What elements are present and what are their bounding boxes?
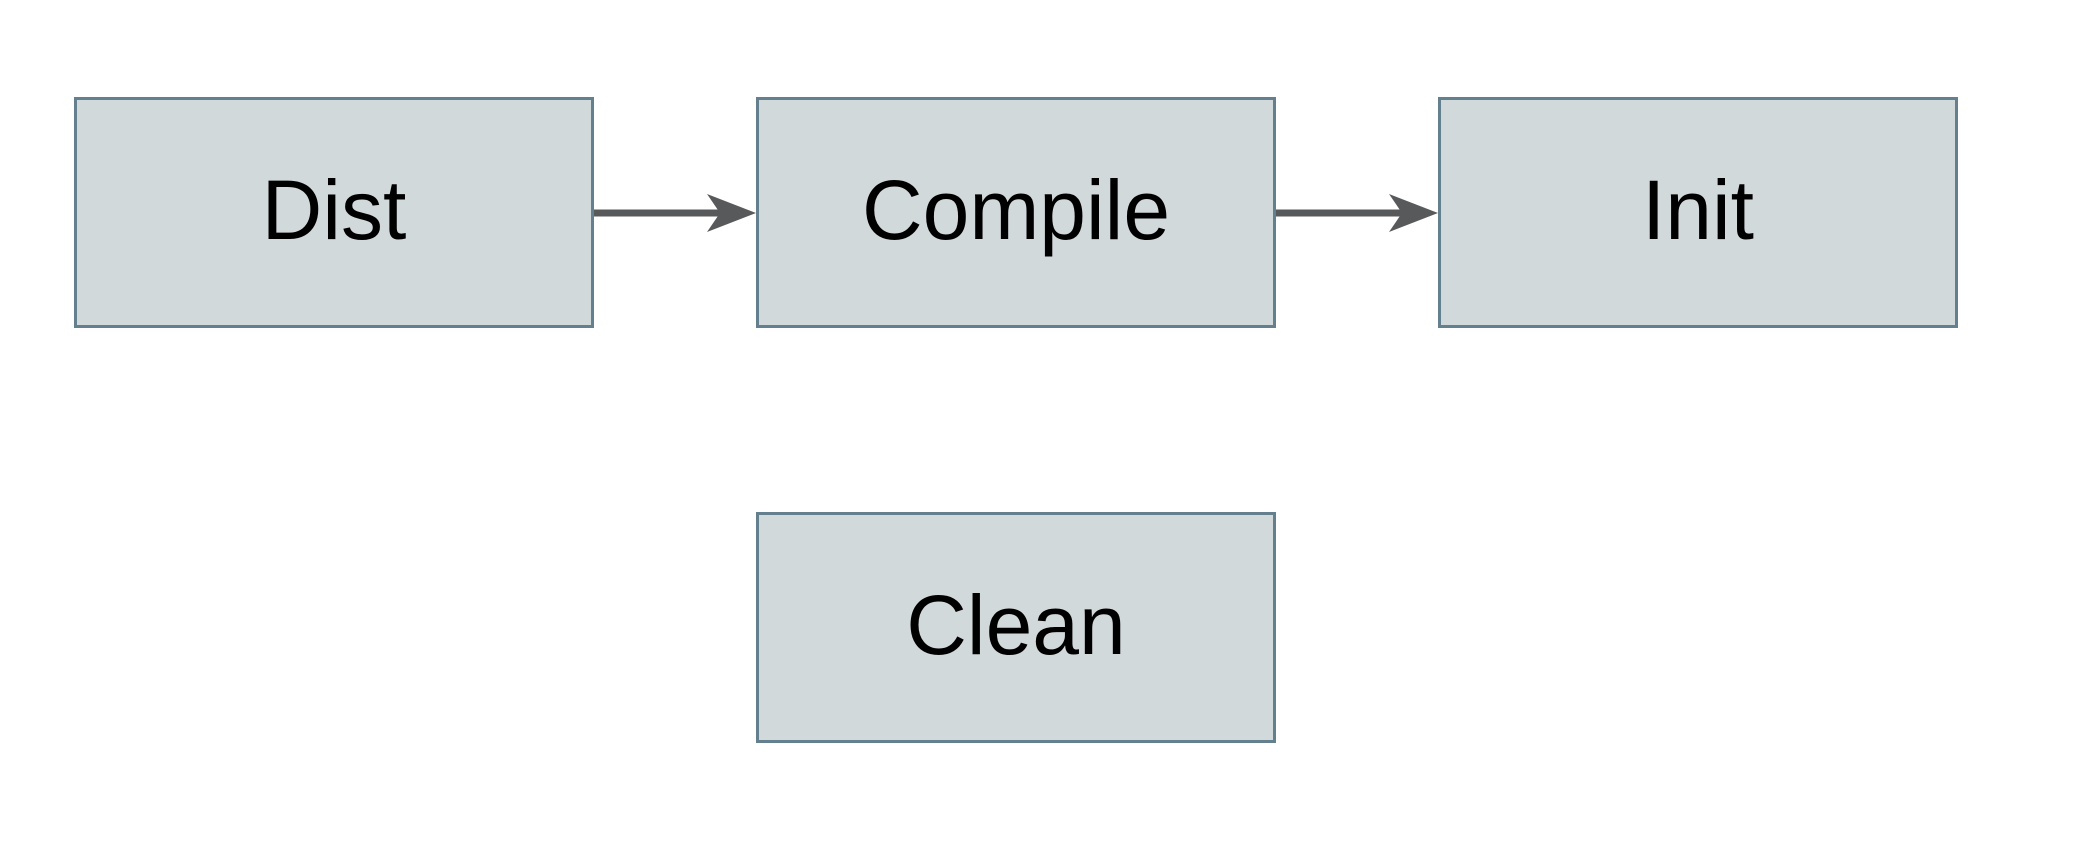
arrow-dist-to-compile[interactable] <box>594 193 756 233</box>
node-init[interactable]: Init <box>1438 97 1958 328</box>
arrow-head-icon <box>1389 194 1438 232</box>
node-dist-label: Dist <box>261 162 407 257</box>
arrow-shaft <box>1276 209 1404 217</box>
node-compile[interactable]: Compile <box>756 97 1276 328</box>
node-init-label: Init <box>1641 162 1755 257</box>
node-clean-label: Clean <box>906 577 1126 672</box>
node-clean[interactable]: Clean <box>756 512 1276 743</box>
arrow-head-icon <box>707 194 756 232</box>
node-compile-label: Compile <box>861 162 1171 257</box>
arrow-shaft <box>594 209 722 217</box>
node-dist[interactable]: Dist <box>74 97 594 328</box>
arrow-compile-to-init[interactable] <box>1276 193 1438 233</box>
